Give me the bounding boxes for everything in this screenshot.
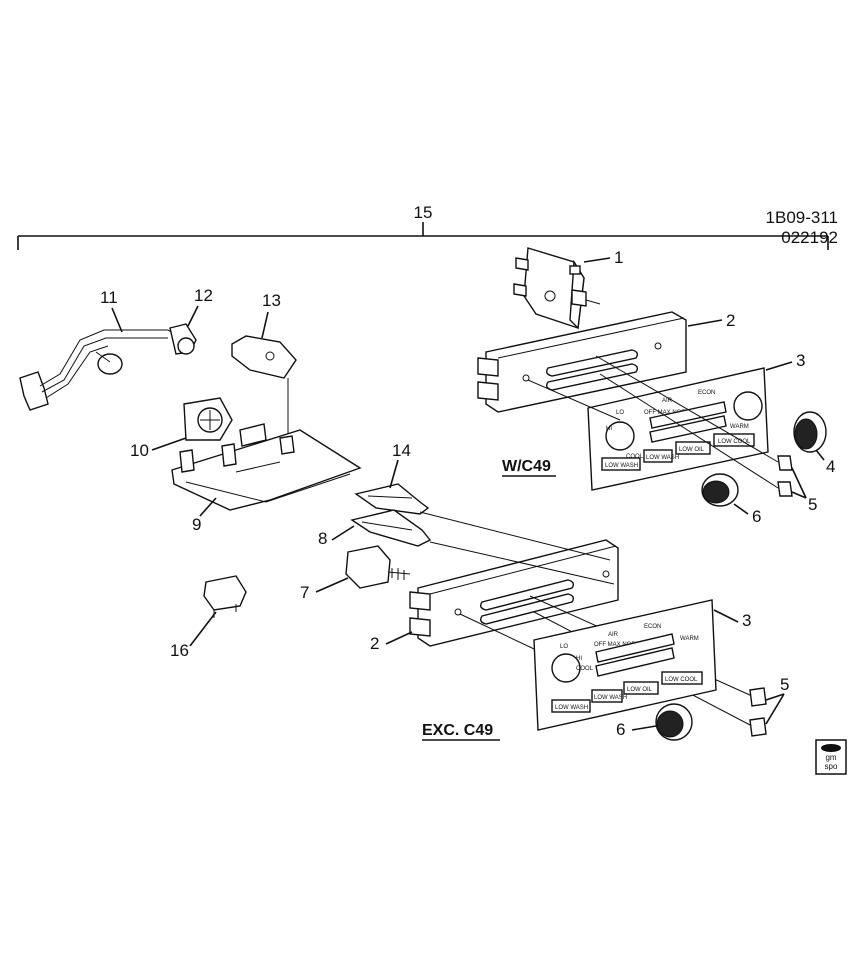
callout-5-upper: 5 bbox=[808, 495, 817, 514]
part-7-switch bbox=[345, 545, 411, 589]
callout-6-upper: 6 bbox=[752, 507, 761, 526]
callout-13: 13 bbox=[262, 291, 281, 310]
part-2-upper-bracket bbox=[477, 311, 687, 413]
callout-3-upper: 3 bbox=[796, 351, 805, 370]
upper-btn-low-cool: LOW COOL bbox=[718, 439, 751, 445]
upper-hi-label: HI bbox=[606, 426, 612, 432]
variant-with-c49: W/C49 bbox=[502, 458, 551, 475]
callout-11: 11 bbox=[100, 288, 118, 307]
callout-16: 16 bbox=[170, 641, 189, 660]
upper-warm-label: WARM bbox=[730, 424, 749, 430]
upper-air-label: AIR bbox=[662, 398, 673, 404]
part-8-lever bbox=[350, 509, 432, 547]
part-14-lever bbox=[354, 483, 430, 515]
lower-air-label: AIR bbox=[608, 632, 619, 638]
lower-btn-low-wash-2: LOW WASH bbox=[594, 695, 627, 701]
lower-cool-label: COOL bbox=[576, 666, 594, 672]
part-3-lower-faceplate: LO HI COOL WARM AIR ECON OFF MAX NORM BI… bbox=[533, 599, 717, 731]
upper-btn-low-oil: LOW OIL bbox=[679, 447, 705, 453]
callout-12: 12 bbox=[194, 286, 213, 305]
part-10-rotary-switch bbox=[183, 397, 233, 441]
assembly-bracket: 15 bbox=[17, 203, 829, 250]
part-9-control-base bbox=[171, 423, 362, 511]
part-13-cam bbox=[231, 335, 297, 384]
callout-4: 4 bbox=[826, 457, 835, 476]
upper-econ-label: ECON bbox=[698, 390, 715, 396]
variant-except-c49: EXC. C49 bbox=[422, 722, 493, 739]
callout-2-upper: 2 bbox=[726, 311, 735, 330]
lower-btn-low-cool: LOW COOL bbox=[665, 677, 698, 683]
part-6-upper-knob bbox=[701, 473, 739, 507]
upper-btn-low-wash-1: LOW WASH bbox=[605, 463, 638, 469]
callout-9: 9 bbox=[192, 515, 201, 534]
part-16-connector bbox=[203, 575, 247, 618]
callout-6-lower: 6 bbox=[616, 720, 625, 739]
callout-3-lower: 3 bbox=[742, 611, 751, 630]
logo-line2: spo bbox=[825, 762, 838, 771]
lower-hi-label: HI bbox=[576, 656, 582, 662]
part-5-lower-buttons bbox=[749, 687, 767, 737]
callout-2-lower: 2 bbox=[370, 634, 379, 653]
part-5-upper-buttons bbox=[777, 455, 793, 497]
part-12-connector bbox=[169, 323, 197, 355]
upper-btn-low-wash-2: LOW WASH bbox=[646, 455, 679, 461]
gm-spo-logo: gm spo bbox=[815, 739, 847, 775]
callout-14: 14 bbox=[392, 441, 411, 460]
date-code: 022192 bbox=[781, 228, 838, 247]
lower-btn-low-wash-1: LOW WASH bbox=[555, 705, 588, 711]
part-4-knob bbox=[793, 411, 827, 453]
lower-button-row: LOW WASH LOW WASH LOW OIL LOW COOL bbox=[551, 671, 703, 713]
callout-8: 8 bbox=[318, 529, 327, 548]
part-11-wiring-harness bbox=[19, 329, 181, 411]
lower-econ-label: ECON bbox=[644, 624, 661, 630]
lower-warm-label: WARM bbox=[680, 636, 699, 642]
callout-7: 7 bbox=[300, 583, 309, 602]
callout-1: 1 bbox=[614, 248, 623, 267]
callout-5-lower: 5 bbox=[780, 675, 789, 694]
upper-button-row: LOW WASH LOW WASH LOW OIL LOW COOL bbox=[601, 433, 755, 471]
lower-lo-label: LO bbox=[560, 644, 568, 650]
part-3-upper-faceplate: LO HI COOL WARM AIR ECON OFF MAX NORM BI… bbox=[587, 367, 769, 491]
part-1-blower-switch bbox=[513, 247, 601, 330]
diagram-code: 1B09-311 bbox=[766, 208, 838, 227]
lower-btn-low-oil: LOW OIL bbox=[627, 687, 653, 693]
logo-line1: gm bbox=[825, 753, 836, 762]
callout-15: 15 bbox=[414, 203, 433, 222]
upper-cool-label: COOL bbox=[626, 454, 644, 460]
upper-lo-label: LO bbox=[616, 410, 624, 416]
part-6-lower-knob bbox=[655, 703, 693, 741]
callout-10: 10 bbox=[130, 441, 149, 460]
